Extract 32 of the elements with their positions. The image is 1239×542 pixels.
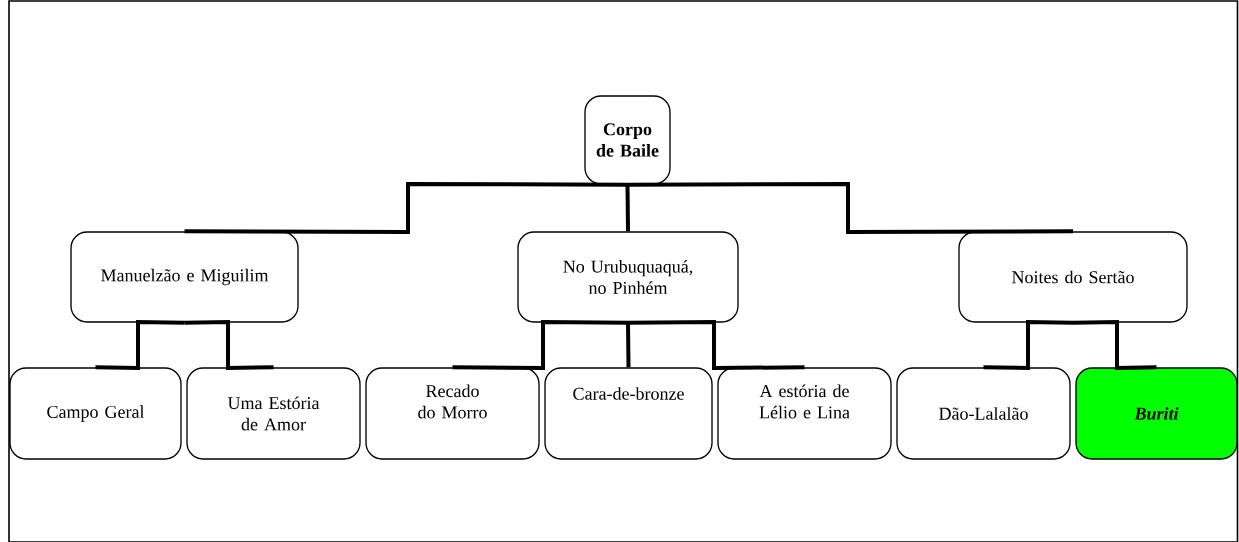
title-box (70, 231, 299, 323)
title-text: Uma Estória de Amor (227, 396, 320, 431)
connector-line (184, 319, 274, 371)
connector-line (625, 184, 630, 232)
title-box (186, 367, 361, 460)
connector-line (983, 319, 1074, 371)
title-text: Campo Geral (47, 405, 145, 422)
title-box (517, 231, 739, 323)
title-text: Corpo de Baile (596, 123, 659, 157)
connector-line (628, 319, 805, 370)
title-box (544, 367, 713, 460)
title-text: Manuelzão e Miguilim (101, 268, 269, 286)
title-box (365, 367, 540, 460)
connector-line (1072, 319, 1157, 371)
connector-line (184, 182, 628, 234)
title-text: Cara-de-bronze (573, 387, 684, 400)
connector-line (626, 322, 631, 368)
title-box (9, 367, 182, 460)
title-text: Recado do Morro (418, 384, 487, 419)
connector-line (452, 319, 629, 370)
connector-line (627, 182, 1073, 234)
title-text: Noites do Sertão (1012, 270, 1134, 284)
title-box (1075, 367, 1238, 460)
connector-line (95, 319, 185, 371)
title-text: Buriti (1134, 407, 1179, 420)
title-box (717, 367, 892, 460)
title-box (896, 367, 1071, 460)
title-text: No Urubuquaquá, no Pinhém (563, 259, 693, 294)
title-text: Dão-Lalalão (939, 407, 1028, 420)
title-box (958, 231, 1188, 323)
title-text: A estória de Lélio e Lina (759, 384, 850, 419)
title-box (584, 95, 671, 185)
